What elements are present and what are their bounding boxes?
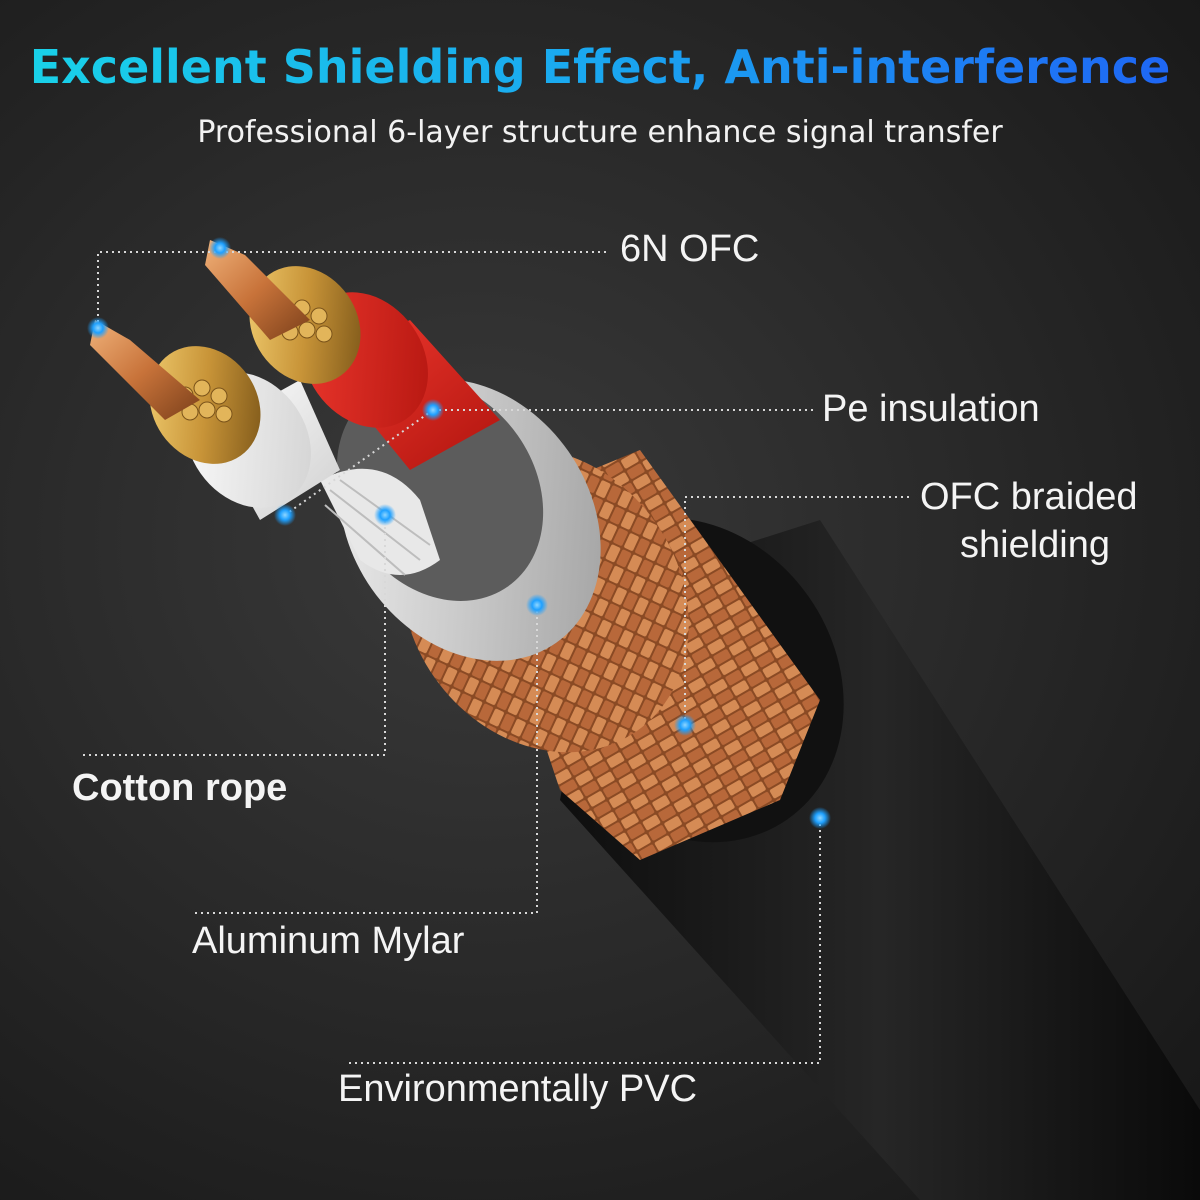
marker-dot-pe-insulation-white (274, 504, 296, 526)
label-6n-ofc: 6N OFC (620, 228, 760, 270)
conductor-left-strands (90, 320, 200, 420)
marker-dot-ofc-braided (674, 714, 696, 736)
label-pe-insulation: Pe insulation (822, 388, 1040, 430)
label-ofc-braided-line2: shielding (960, 524, 1110, 566)
marker-dot-aluminum-mylar (526, 594, 548, 616)
label-environmentally-pvc: Environmentally PVC (338, 1068, 698, 1110)
page-subtitle: Professional 6-layer structure enhance s… (197, 115, 1003, 150)
marker-dot-6n-ofc-left (87, 317, 109, 339)
leader-pe-insulation-white (284, 409, 434, 516)
label-aluminum-mylar: Aluminum Mylar (192, 920, 465, 962)
marker-dot-pvc (809, 807, 831, 829)
leader-aluminum-mylar (192, 605, 538, 914)
label-ofc-braided-line1: OFC braided (920, 476, 1138, 518)
leader-ofc-braided (684, 496, 912, 725)
marker-dot-cotton-rope (374, 504, 396, 526)
marker-dots (87, 237, 831, 829)
marker-dot-pe-insulation (422, 399, 444, 421)
leader-cotton-rope (80, 515, 386, 756)
page-title: Excellent Shielding Effect, Anti-interfe… (0, 40, 1200, 94)
conductor-right-strands (205, 240, 310, 340)
leader-6n-ofc (97, 251, 610, 328)
marker-dot-6n-ofc-right (209, 237, 231, 259)
label-cotton-rope: Cotton rope (72, 767, 288, 809)
